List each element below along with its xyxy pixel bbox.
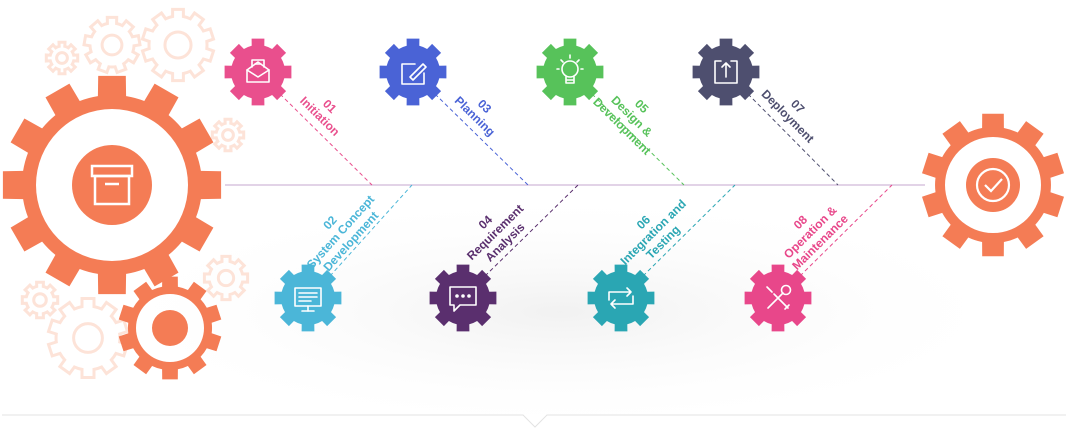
step-gear-08 xyxy=(744,264,812,332)
step-gear-03 xyxy=(379,38,447,106)
step-gear-body xyxy=(429,264,497,332)
bottom-divider xyxy=(2,414,1066,428)
start-gear xyxy=(2,75,222,295)
leader-line-03 xyxy=(434,93,529,186)
decorative-gear xyxy=(82,15,142,75)
wrench-screwdriver-icon xyxy=(766,284,792,310)
leader-line-04 xyxy=(484,184,579,277)
start-gear-outline xyxy=(2,75,222,295)
step-gears xyxy=(224,38,812,332)
pencil-note-icon xyxy=(401,63,427,85)
decorative-gear xyxy=(202,254,250,302)
leader-line-01 xyxy=(279,93,373,186)
decorative-gear xyxy=(20,280,60,320)
lightbulb-icon xyxy=(556,54,584,84)
decorative-gear xyxy=(210,117,246,153)
step-gear-body xyxy=(274,264,342,332)
end-gear xyxy=(922,113,1064,257)
decorative-gears xyxy=(20,7,250,379)
small-gear-outline xyxy=(118,276,222,380)
leader-line-07 xyxy=(747,93,839,186)
small-gear-core xyxy=(152,310,188,346)
archive-box-icon xyxy=(90,164,134,206)
step-gear-body xyxy=(224,38,292,106)
leader-lines xyxy=(279,93,893,277)
chat-bubble-icon xyxy=(449,286,477,312)
small-orange-gear xyxy=(118,276,222,380)
step-title-line: Planning xyxy=(452,94,498,139)
step-title-line: Deployment xyxy=(759,87,817,146)
check-circle-icon xyxy=(975,167,1011,203)
step-gear-06 xyxy=(587,264,655,332)
envelope-document-icon xyxy=(246,59,270,83)
background-shadow xyxy=(90,180,1030,420)
sync-arrows-icon xyxy=(608,287,634,309)
leader-line-06 xyxy=(642,184,736,277)
step-gear-body xyxy=(536,38,604,106)
step-gear-07 xyxy=(692,38,760,106)
step-gear-05 xyxy=(536,38,604,106)
upload-box-icon xyxy=(714,60,738,84)
step-title-line: Initiation xyxy=(297,94,342,139)
step-gear-body xyxy=(587,264,655,332)
step-gear-02 xyxy=(274,264,342,332)
step-gear-body xyxy=(379,38,447,106)
step-gear-04 xyxy=(429,264,497,332)
step-gear-01 xyxy=(224,38,292,106)
decorative-gear xyxy=(44,40,80,76)
end-gear-core xyxy=(966,158,1020,212)
end-gear-outline xyxy=(922,113,1064,257)
leader-line-08 xyxy=(799,184,893,277)
leader-line-05 xyxy=(591,93,685,186)
presentation-monitor-icon xyxy=(294,287,322,312)
decorative-gear xyxy=(46,297,130,379)
decorative-gear xyxy=(140,7,216,83)
